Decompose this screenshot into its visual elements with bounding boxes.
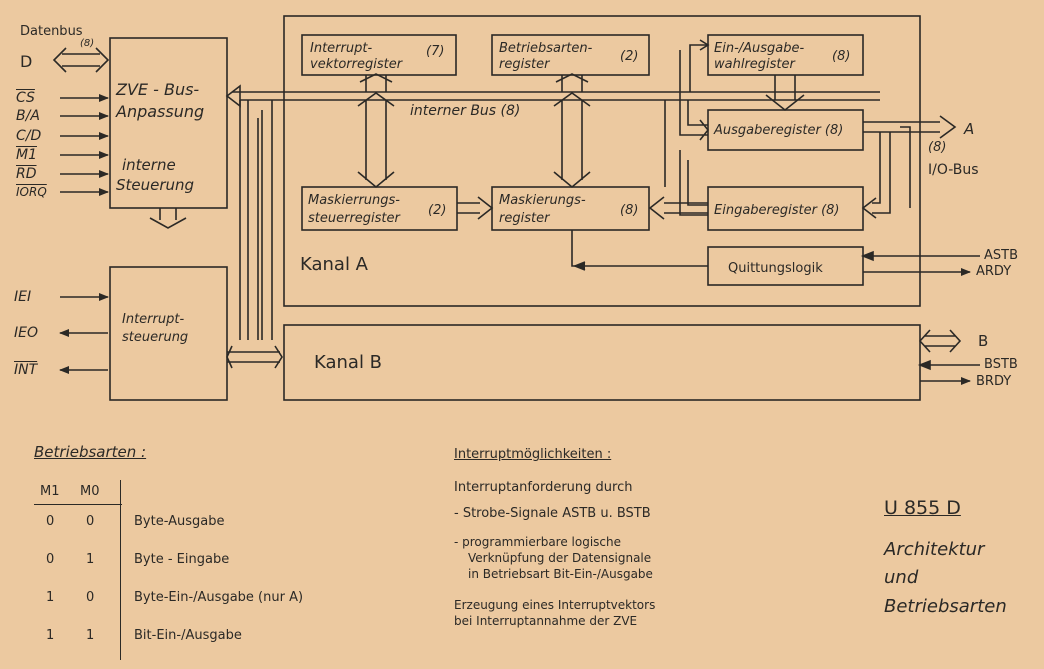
cd-signal: C/D bbox=[16, 128, 42, 144]
table-v-line bbox=[120, 480, 121, 660]
mode-reg-label-1: Betriebsarten- bbox=[499, 41, 593, 56]
mask-control-register bbox=[301, 186, 458, 231]
interrupt-line-1: Interruptanforderung durch bbox=[454, 480, 633, 495]
ba-signal: B/A bbox=[16, 108, 40, 124]
cs-signal: CS bbox=[16, 90, 35, 106]
ivr-width: (7) bbox=[426, 44, 444, 59]
bus-to-mask-reg bbox=[553, 92, 591, 189]
interrupt-line-6: Erzeugung eines Interruptvektors bbox=[454, 598, 656, 612]
m1-signal: M1 bbox=[16, 147, 37, 163]
kanal-a-frame bbox=[283, 15, 921, 307]
ivr-label-2: vektorregister bbox=[310, 57, 404, 72]
handshake-logic-label: Quittungslogik bbox=[728, 261, 823, 276]
kanal-a-label: Kanal A bbox=[300, 254, 369, 275]
table-row: 1 1 Bit-Ein-/Ausgabe bbox=[46, 628, 242, 643]
interrupt-heading: Interruptmöglichkeiten : bbox=[454, 447, 612, 462]
table-h-line bbox=[34, 504, 122, 505]
bus-to-ivr bbox=[359, 73, 393, 92]
out-reg-label: Ausgaberegister (8) bbox=[713, 123, 843, 138]
io-sel-label-1: Ein-/Ausgabe- bbox=[714, 41, 805, 56]
interrupt-line-5: in Betriebsart Bit-Ein-/Ausgabe bbox=[468, 567, 653, 581]
zve-label-4: Steuerung bbox=[116, 176, 195, 194]
title-line-1: Architektur bbox=[884, 539, 985, 560]
title-line-2: und bbox=[884, 567, 919, 588]
bstb-signal: BSTB bbox=[984, 357, 1018, 372]
mask-ctrl-label-1: Maskierrungs- bbox=[308, 193, 400, 208]
io-sel-label-2: wahlregister bbox=[714, 57, 797, 72]
in-reg-label: Eingaberegister (8) bbox=[714, 203, 840, 218]
brdy-signal: BRDY bbox=[976, 374, 1012, 389]
mask-ctrl-label-2: steuerregister bbox=[308, 211, 402, 226]
interrupt-ctrl-label-1: Interrupt- bbox=[122, 312, 185, 327]
col-m0: M0 bbox=[80, 484, 100, 499]
int-signal: INT bbox=[14, 362, 38, 378]
table-row: 1 0 Byte-Ein-/Ausgabe (nur A) bbox=[46, 590, 304, 605]
iorq-signal: IORQ bbox=[16, 185, 47, 199]
interrupt-control-block bbox=[109, 266, 228, 401]
kanal-b-frame bbox=[283, 324, 921, 401]
interrupt-line-3: - programmierbare logische bbox=[454, 535, 622, 549]
title-line-3: Betriebsarten bbox=[884, 596, 1007, 617]
kanal-b-label: Kanal B bbox=[314, 352, 382, 373]
table-row: 0 1 Byte - Eingabe bbox=[46, 552, 230, 567]
d-label: D bbox=[20, 52, 33, 71]
mode-reg-label-2: register bbox=[499, 57, 551, 72]
io-bus-width: (8) bbox=[928, 140, 946, 155]
mask-reg-width: (8) bbox=[620, 203, 638, 218]
astb-signal: ASTB bbox=[984, 248, 1019, 263]
databus-label: Datenbus bbox=[20, 24, 83, 39]
modes-table: M1 M0 0 0 Byte-Ausgabe 0 1 Byte - Eingab… bbox=[34, 480, 454, 660]
port-b-label: B bbox=[978, 332, 989, 350]
internal-bus-label: interner Bus (8) bbox=[410, 103, 520, 119]
io-sel-width: (8) bbox=[832, 49, 850, 64]
ivr-label-1: Interrupt- bbox=[310, 41, 372, 56]
zve-label-1: ZVE - Bus- bbox=[116, 80, 200, 99]
bus-to-mode-reg bbox=[555, 73, 589, 92]
iei-signal: IEI bbox=[14, 289, 32, 305]
chip-title: U 855 D bbox=[884, 497, 961, 519]
databus-width: (8) bbox=[80, 38, 95, 49]
mode-reg-width: (2) bbox=[620, 49, 638, 64]
interrupt-line-4: Verknüpfung der Datensignale bbox=[468, 551, 652, 565]
port-a-label: A bbox=[964, 120, 975, 138]
mask-reg-label-2: register bbox=[499, 211, 551, 226]
table-row: 0 0 Byte-Ausgabe bbox=[46, 514, 225, 529]
bus-to-mask-ctrl bbox=[357, 92, 395, 189]
modes-heading: Betriebsarten : bbox=[34, 443, 147, 461]
ieo-signal: IEO bbox=[14, 325, 38, 341]
ardy-signal: ARDY bbox=[976, 264, 1012, 279]
internal-bus bbox=[232, 91, 880, 101]
zve-label-2: Anpassung bbox=[116, 102, 205, 121]
interrupt-line-2: - Strobe-Signale ASTB u. BSTB bbox=[454, 506, 651, 521]
io-bus-label: I/O-Bus bbox=[928, 162, 979, 178]
mask-ctrl-width: (2) bbox=[428, 203, 446, 218]
mask-reg-label-1: Maskierungs- bbox=[499, 193, 586, 208]
interrupt-line-7: bei Interruptannahme der ZVE bbox=[454, 614, 638, 628]
zve-block bbox=[109, 37, 228, 209]
zve-label-3: interne bbox=[122, 156, 176, 174]
io-select-register bbox=[707, 34, 864, 76]
col-m1: M1 bbox=[40, 484, 60, 499]
rd-signal: RD bbox=[16, 166, 37, 182]
interrupt-ctrl-label-2: steuerung bbox=[122, 330, 189, 345]
